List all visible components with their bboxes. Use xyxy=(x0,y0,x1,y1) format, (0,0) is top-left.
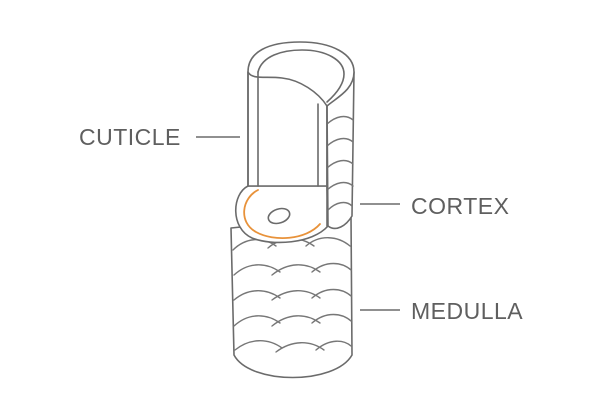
hair-shaft-upper-section xyxy=(247,41,355,230)
cuticle-scales xyxy=(232,237,352,353)
medulla-label: MEDULLA xyxy=(411,298,524,324)
cortex-label: CORTEX xyxy=(411,193,510,219)
hair-shaft-lower-section xyxy=(230,215,353,379)
cortex-scales xyxy=(326,115,354,211)
cuticle-highlight xyxy=(243,189,321,239)
cross-section-cut xyxy=(235,185,329,244)
medulla-core xyxy=(267,207,291,225)
cuticle-label: CUTICLE xyxy=(79,124,181,150)
